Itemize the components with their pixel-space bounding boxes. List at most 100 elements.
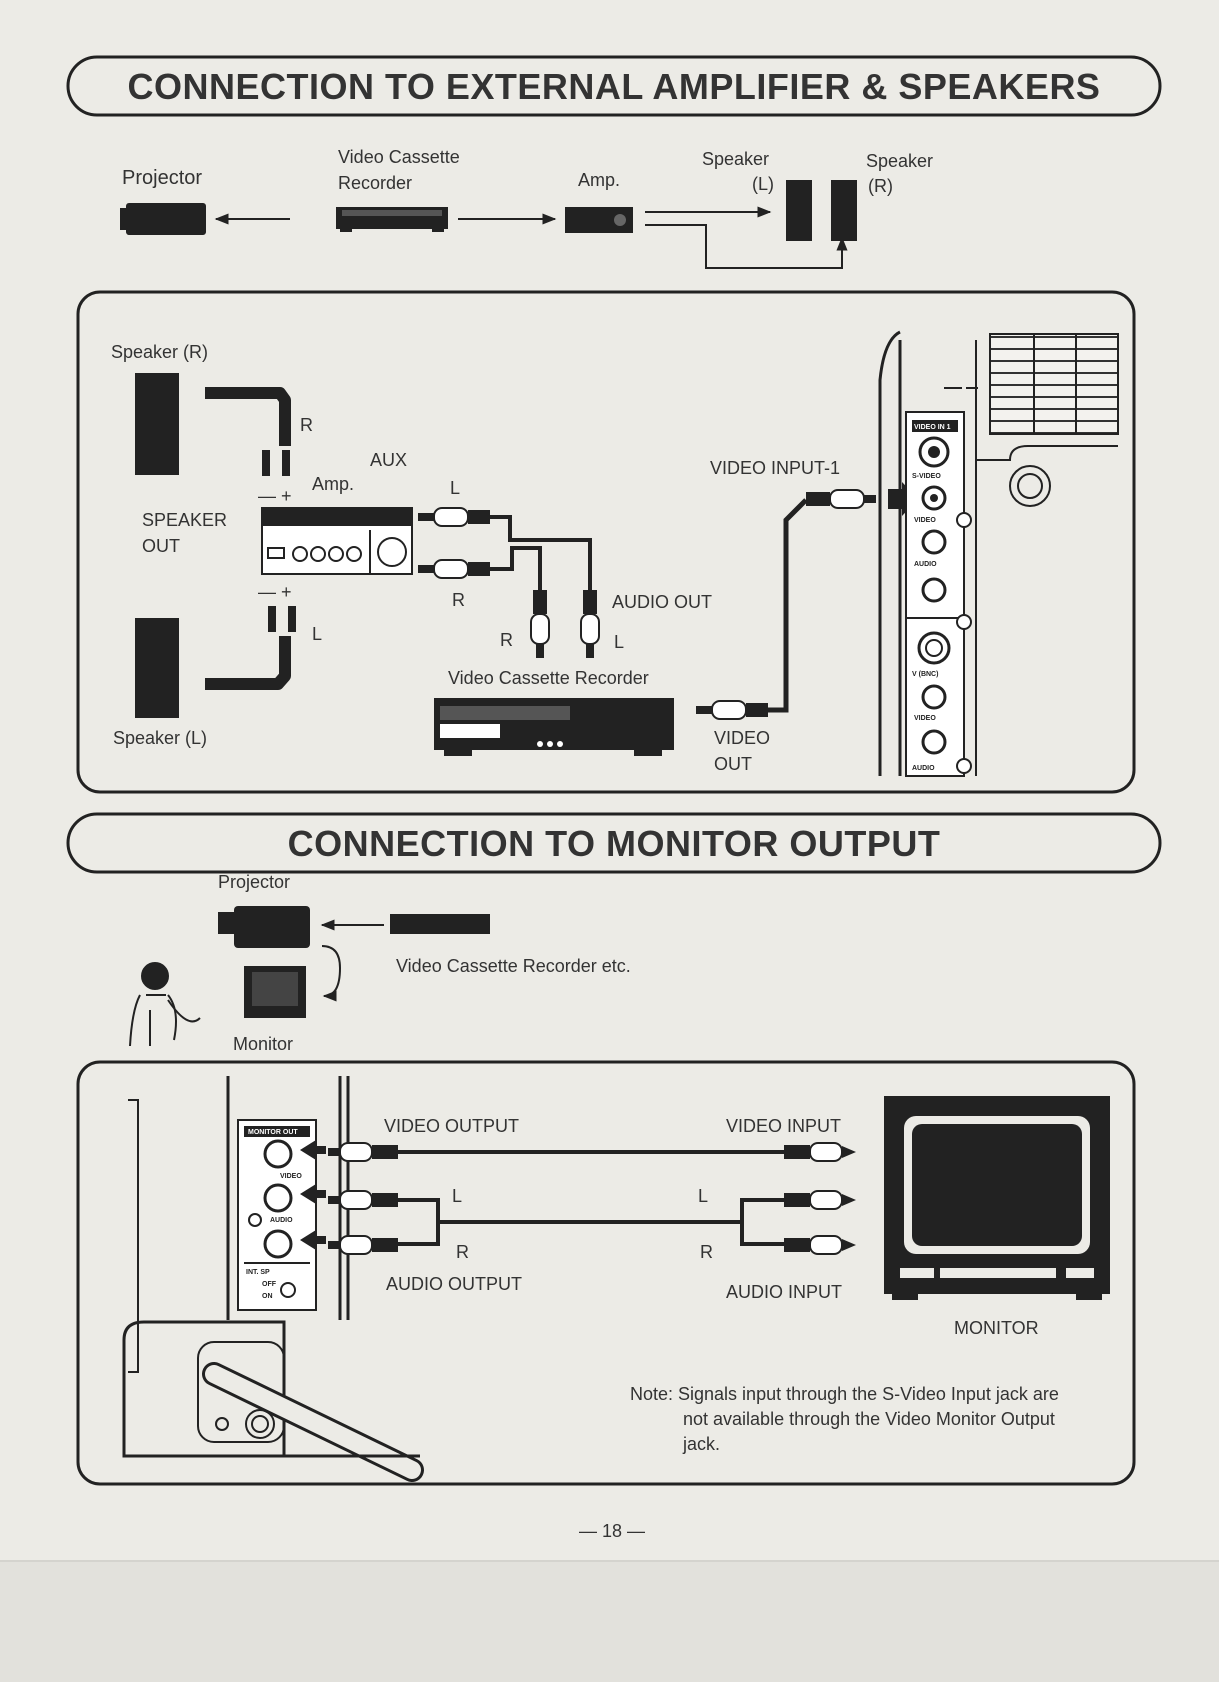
s2-projector-icon	[218, 906, 310, 948]
detail-r-top-label: R	[300, 415, 313, 435]
detail-audio-out-label: AUDIO OUT	[612, 592, 712, 612]
detail-r-aux-label: R	[452, 590, 465, 610]
detail-speaker-r-label: Speaker (R)	[111, 342, 208, 362]
s2-monitor-label: Monitor	[233, 1034, 293, 1054]
panel-svideo-label: S-VIDEO	[912, 473, 941, 480]
overview-vcr-label-1: Video Cassette	[338, 147, 460, 167]
audio-cable-right-join	[740, 1198, 784, 1246]
panel-video-in-label: VIDEO IN 1	[914, 424, 951, 431]
speaker-r-terminals	[262, 450, 290, 476]
audio-cable-left-join	[398, 1198, 440, 1246]
video-input-plug	[806, 489, 876, 509]
arrow-amp-to-speaker-r	[645, 224, 848, 269]
audio-out-l-plug	[580, 590, 600, 658]
video-out-plug	[696, 700, 768, 720]
audio-output-l-plug	[328, 1190, 398, 1210]
panel-audio-label-2: AUDIO	[270, 1217, 293, 1224]
detail-audio-r-label: R	[500, 630, 513, 650]
projector-side-panel: VIDEO IN 1 S-VIDEO VIDEO AUDIO V (BNC) V…	[878, 330, 1119, 777]
detail-vcr-icon	[434, 698, 674, 756]
audio-input-l-plug	[784, 1190, 856, 1210]
detail-speaker-out-label-1: SPEAKER	[142, 510, 227, 530]
note-line-1: Note: Signals input through the S-Video …	[630, 1384, 1059, 1404]
section1-title: CONNECTION TO EXTERNAL AMPLIFIER & SPEAK…	[128, 66, 1101, 107]
panel-video-label: VIDEO	[914, 517, 936, 524]
overview-vcr-label-2: Recorder	[338, 173, 412, 193]
l-left-label: L	[452, 1186, 462, 1206]
section2-overview: Projector Video Cassette Recorder etc. M…	[129, 872, 631, 1054]
vcr-icon	[336, 207, 448, 232]
section2-detail-box: MONITOR OUT VIDEO AUDIO INT. SP OFF ON	[76, 1060, 1136, 1486]
section2-title-banner: CONNECTION TO MONITOR OUTPUT	[66, 812, 1162, 874]
panel-off-label: OFF	[262, 1281, 277, 1288]
panel-video2-label: VIDEO	[914, 715, 936, 722]
detail-video-out-label-2: OUT	[714, 754, 752, 774]
video-input-plug-2	[784, 1142, 856, 1162]
projector-icon	[120, 203, 206, 235]
detail-speaker-l-label: Speaker (L)	[113, 728, 207, 748]
panel-video-label-2: VIDEO	[280, 1173, 302, 1180]
monitor-label: MONITOR	[954, 1318, 1039, 1338]
audio-input-r-plug	[784, 1235, 856, 1255]
detail-minus-plus-bottom: — +	[258, 582, 292, 602]
page-bottom-band	[0, 1560, 1219, 1682]
panel-vbnc-label: V (BNC)	[912, 671, 938, 678]
r-right-label: R	[700, 1242, 713, 1262]
s2-arrow-projector-to-monitor	[321, 945, 342, 1002]
detail-amp-label: Amp.	[312, 474, 354, 494]
speaker-l-cable	[205, 636, 291, 690]
video-input-label: VIDEO INPUT	[726, 1116, 841, 1136]
s2-vcr-label: Video Cassette Recorder etc.	[396, 956, 631, 976]
panel-int-sp-label: INT. SP	[246, 1269, 270, 1276]
s2-vcr-icon	[390, 914, 490, 934]
speaker-r-cable	[205, 387, 291, 446]
detail-minus-plus-top: — +	[258, 486, 292, 506]
s2-projector-label: Projector	[218, 872, 290, 892]
panel-audio2-label: AUDIO	[912, 765, 935, 772]
aux-r-cable	[490, 546, 542, 590]
monitor-out-video-arrow-icon	[300, 1140, 326, 1160]
page-number: — 18 —	[579, 1521, 645, 1541]
section2-title: CONNECTION TO MONITOR OUTPUT	[288, 823, 941, 864]
video-input-arrow-icon	[888, 482, 918, 516]
l-right-label: L	[698, 1186, 708, 1206]
panel-monitor-out-label: MONITOR OUT	[248, 1129, 298, 1136]
detail-video-out-label-1: VIDEO	[714, 728, 770, 748]
note-line-3: jack.	[682, 1434, 720, 1454]
r-left-label: R	[456, 1242, 469, 1262]
monitor-out-audio-l-arrow-icon	[300, 1184, 326, 1204]
panel-on-label: ON	[262, 1293, 273, 1300]
detail-amplifier-icon	[261, 507, 413, 575]
detail-speaker-l-icon	[135, 618, 179, 718]
section1-overview: Projector Video Cassette Recorder Amp. S…	[120, 147, 933, 269]
speaker-l-terminals	[268, 606, 296, 632]
overview-speaker-l-label-2: (L)	[752, 174, 774, 194]
aux-l-plug	[418, 507, 490, 527]
speaker-l-icon	[786, 180, 812, 241]
video-output-label: VIDEO OUTPUT	[384, 1116, 519, 1136]
detail-speaker-r-icon	[135, 373, 179, 475]
overview-speaker-r-label-2: (R)	[868, 176, 893, 196]
audio-input-label: AUDIO INPUT	[726, 1282, 842, 1302]
s2-projector-rear: MONITOR OUT VIDEO AUDIO INT. SP OFF ON	[122, 1076, 424, 1482]
overview-speaker-r-label-1: Speaker	[866, 151, 933, 171]
aux-l-cable	[490, 515, 592, 590]
speaker-r-icon	[831, 180, 857, 241]
amp-icon	[565, 207, 633, 233]
s2-detail-monitor-icon	[884, 1096, 1110, 1300]
section1-detail-box: Speaker (R) R — + AUX Amp. SPEAKER OUT L	[76, 290, 1136, 794]
audio-output-r-plug	[328, 1235, 398, 1255]
overview-projector-label: Projector	[122, 167, 202, 189]
aux-r-plug	[418, 559, 490, 579]
detail-l-bottom-label: L	[312, 624, 322, 644]
section1-title-banner: CONNECTION TO EXTERNAL AMPLIFIER & SPEAK…	[66, 55, 1162, 117]
note-line-2: not available through the Video Monitor …	[683, 1409, 1055, 1429]
panel-audio-label: AUDIO	[914, 561, 937, 568]
viewer-person-icon	[129, 962, 201, 1047]
monitor-out-audio-r-arrow-icon	[300, 1230, 326, 1250]
detail-speaker-out-label-2: OUT	[142, 536, 180, 556]
detail-video-input-1-label: VIDEO INPUT-1	[710, 458, 840, 478]
overview-amp-label: Amp.	[578, 170, 620, 190]
detail-audio-l-label: L	[614, 632, 624, 652]
